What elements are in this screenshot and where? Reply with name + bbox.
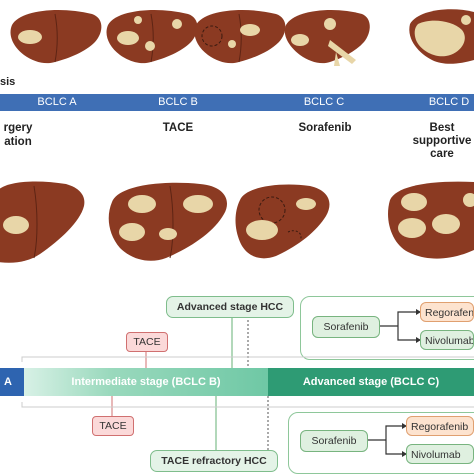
tace-refractory-hcc-box: TACE refractory HCC [150, 450, 278, 472]
treatment-d-line1: Best [429, 122, 455, 134]
bclc-band [0, 94, 474, 111]
treatment-d-line2: supportive [412, 135, 472, 147]
treatment-d-line3: care [430, 148, 454, 160]
lower-nivolumab-box: Nivolumab [406, 444, 474, 464]
liver-illustration-bclc-c [284, 9, 370, 66]
liver-illustration-bclc-0 [10, 9, 102, 64]
treatment-a-line1: rgery [3, 122, 33, 134]
band-label-bclc-a: BCLC A [37, 96, 77, 108]
liver-illustration-bclc-d [409, 9, 474, 64]
stage-bar-intermediate: Intermediate stage (BCLC B) [24, 368, 268, 396]
liver-illustration-bclc-a [106, 9, 198, 64]
lower-sorafenib-box: Sorafenib [300, 430, 368, 452]
advanced-stage-hcc-box: Advanced stage HCC [166, 296, 294, 318]
upper-nivolumab-box: Nivolumab [420, 330, 474, 350]
band-label-bclc-d: BCLC D [428, 96, 470, 108]
top-left-fragment-text: sis [0, 76, 16, 88]
treatment-c: Sorafenib [298, 122, 352, 134]
lower-regorafenib-box: Regorafenib [406, 416, 474, 436]
liver-illustration-middle-b [108, 182, 227, 261]
tace-box-lower: TACE [92, 416, 134, 436]
liver-illustration-middle-a [0, 181, 85, 263]
stage-bar-advanced: Advanced stage (BCLC C) [268, 368, 474, 396]
treatment-a-line2: ation [4, 136, 32, 148]
band-label-bclc-b: BCLC B [158, 96, 198, 108]
treatment-b: TACE [162, 122, 194, 134]
liver-illustration-bclc-b [194, 9, 286, 64]
tace-box-upper: TACE [126, 332, 168, 352]
liver-row-top [10, 9, 474, 66]
liver-illustration-middle-c [235, 184, 330, 259]
band-label-bclc-c: BCLC C [303, 96, 345, 108]
upper-sorafenib-box: Sorafenib [312, 316, 380, 338]
liver-illustration-middle-d [388, 181, 474, 259]
liver-row-middle [0, 181, 474, 263]
stage-bar-a: A [0, 368, 24, 396]
upper-regorafenib-box: Regorafenib [420, 302, 474, 322]
